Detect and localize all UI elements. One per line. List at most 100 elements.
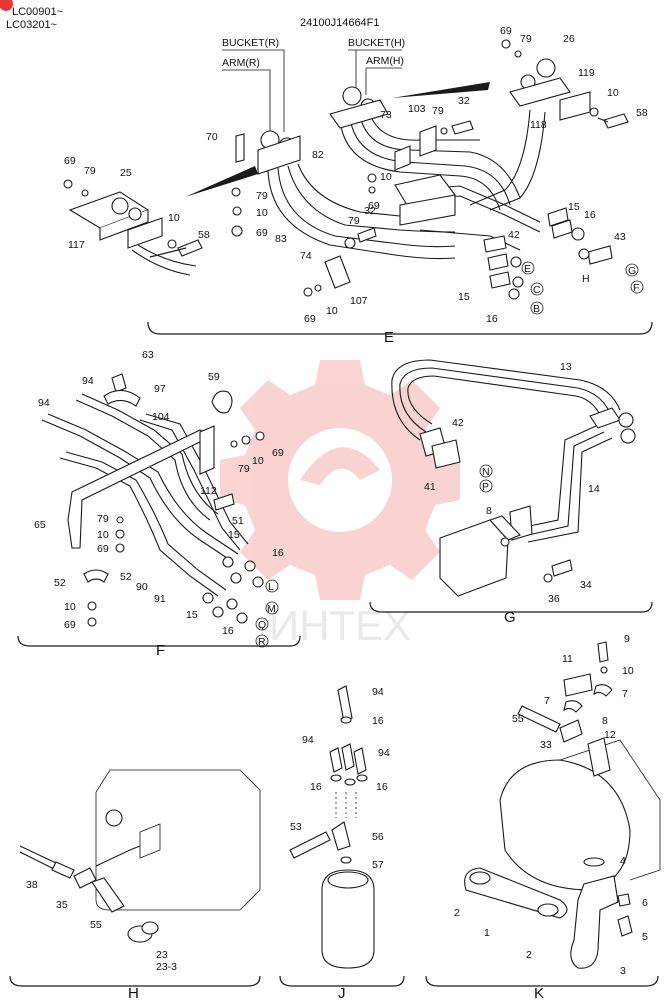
callout-10: 10 (97, 529, 109, 541)
hose-53 (289, 831, 331, 859)
chassis-hole-h (105, 809, 123, 827)
callout-2: 2 (454, 907, 460, 919)
callout-38: 38 (26, 879, 38, 891)
clamp-107 (324, 255, 351, 289)
section-label-h: H (128, 985, 139, 1000)
callout-103: 103 (408, 103, 426, 115)
washer-79-center (231, 187, 241, 197)
callout-10: 10 (252, 455, 264, 467)
callout-15: 15 (458, 291, 470, 303)
callout-9: 9 (624, 633, 630, 645)
callout-79: 79 (256, 190, 268, 202)
pipe-11 (563, 673, 593, 697)
callout-119: 119 (578, 67, 595, 79)
callout-69: 69 (304, 313, 316, 325)
marker-c: C (533, 284, 541, 296)
callout-107: 107 (350, 295, 368, 307)
callout-16: 16 (486, 313, 498, 325)
support-bracket-65-end (199, 425, 215, 475)
clip-74 (344, 237, 356, 249)
gear-hole (288, 428, 392, 532)
callout-15: 15 (186, 609, 198, 621)
callout-58: 58 (198, 229, 210, 241)
callout-16: 16 (222, 625, 234, 637)
clamp-2-a (469, 871, 491, 885)
label-bucket-r: BUCKET(R) (222, 37, 279, 49)
markers-f: L M Q R (255, 579, 279, 648)
callout-10: 10 (622, 665, 634, 677)
serial-range-2: LC03201~ (6, 19, 57, 31)
bolt-9 (597, 641, 609, 663)
callout-69: 69 (64, 619, 76, 631)
callout-69: 69 (97, 543, 109, 555)
marker-g-e: G (628, 265, 636, 277)
drawing-number: 24100J14664F1 (300, 17, 380, 29)
marker-q: Q (258, 619, 266, 631)
callout-91: 91 (154, 593, 166, 605)
callout-53: 53 (290, 821, 302, 833)
nut-69-bottom (303, 287, 313, 297)
oring-16-c (356, 774, 368, 782)
callout-69: 69 (256, 227, 268, 239)
swivel-joint-j (321, 869, 375, 969)
washer-79-center-top (440, 127, 448, 135)
section-j-bracket (279, 975, 405, 987)
hose-94-a (329, 747, 343, 773)
callout-57: 57 (372, 859, 384, 871)
callout-59: 59 (208, 371, 220, 383)
label-leaders-top (222, 49, 402, 136)
callout-5: 5 (642, 931, 648, 943)
callout-10: 10 (380, 171, 392, 183)
serial-range-1: LC00901~ (12, 6, 63, 18)
callout-51: 51 (232, 515, 244, 527)
washer-10-f-low (87, 601, 97, 611)
callout-94: 94 (302, 734, 314, 746)
callout-82: 82 (312, 149, 324, 161)
hose-38-b (19, 851, 57, 871)
clamp-97 (103, 389, 141, 407)
nut-69-f (115, 543, 125, 553)
arrow-pointer-left (185, 166, 258, 197)
bolt-34 (551, 559, 573, 577)
callout-118: 118 (530, 119, 547, 131)
chassis-edge-h (95, 792, 111, 911)
callout-104: 104 (152, 411, 170, 423)
washer-10-f-top (241, 435, 251, 445)
callout-73: 73 (380, 109, 392, 121)
fittings-f (202, 556, 264, 624)
callout-94: 94 (38, 397, 50, 409)
oring-57 (340, 856, 352, 864)
callout-79: 79 (520, 33, 532, 45)
section-f-bracket (17, 635, 301, 647)
section-label-k: K (534, 985, 544, 1000)
callout-69: 69 (272, 447, 284, 459)
fittings-e (483, 207, 613, 300)
section-e: BUCKET(R) ARM(R) BUCKET(H) ARM(H) (63, 25, 653, 346)
hose-94-b (341, 743, 355, 771)
washer-79-f-top (230, 440, 238, 448)
callout-6: 6 (642, 897, 648, 909)
callout-79: 79 (238, 463, 250, 475)
callout-10: 10 (607, 87, 619, 99)
marker-p-ring (479, 479, 493, 493)
marker-n: N (482, 466, 490, 478)
callout-65: 65 (34, 519, 46, 531)
nut-69-f-low (87, 617, 97, 627)
callout-79: 79 (348, 215, 360, 227)
callout-52: 52 (54, 577, 66, 589)
callout-32: 32 (364, 205, 376, 217)
section-label-j: J (338, 985, 346, 1000)
section-label-e: E (384, 329, 394, 346)
markers-e: E C B G F (521, 261, 644, 315)
washer-6 (617, 893, 631, 907)
pipe-bundle-g (391, 359, 621, 543)
nut-69-center (231, 225, 243, 237)
clamp-52 (83, 569, 109, 583)
port-g-2 (620, 428, 636, 444)
section-h: 38 35 55 23 23-3 H (9, 769, 261, 1000)
washer-10-center-low (368, 186, 376, 194)
adapter-35 (73, 867, 97, 889)
callout-94: 94 (372, 686, 384, 698)
bracket-25 (68, 191, 197, 276)
